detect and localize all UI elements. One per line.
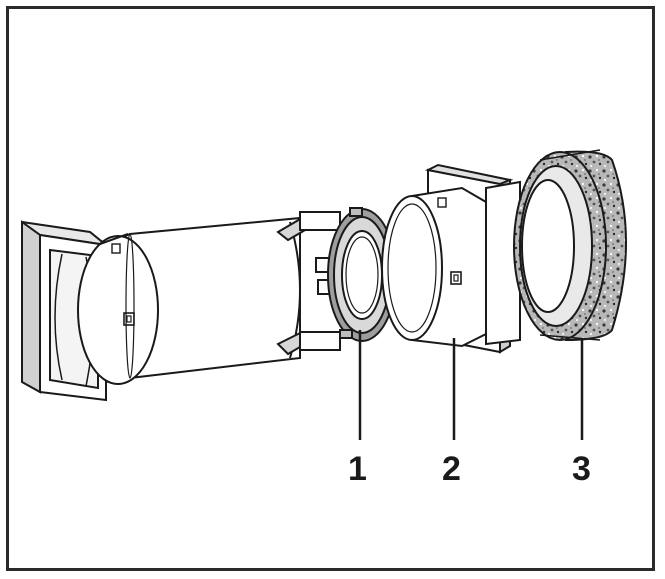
- callout-2: 2: [442, 450, 461, 488]
- leader-lines: [358, 330, 584, 440]
- left-tube: [77, 216, 301, 385]
- callout-3: 3: [572, 450, 591, 488]
- foam-filter-part-3: [513, 149, 627, 342]
- locking-tabs: [276, 211, 341, 359]
- callout-1: 1: [348, 450, 367, 488]
- sealing-ring-part-1: [327, 207, 397, 342]
- sleeve: [485, 180, 521, 346]
